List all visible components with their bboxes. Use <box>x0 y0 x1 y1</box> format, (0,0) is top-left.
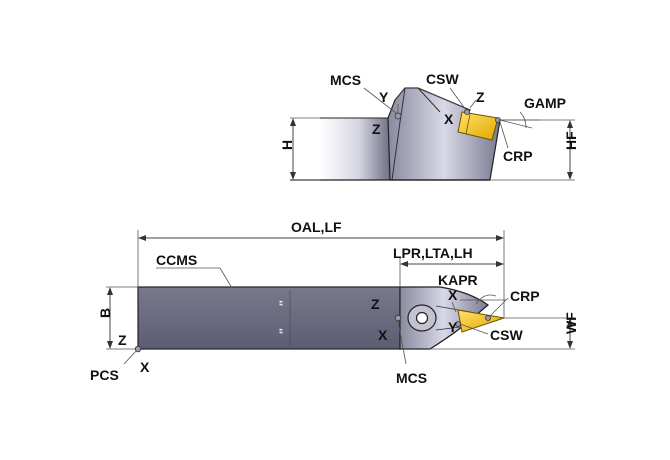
pcs-z-label: Z <box>118 332 127 348</box>
lpr-lta-lh-label: LPR,LTA,LH <box>393 245 473 261</box>
wf-label: WF <box>563 312 579 334</box>
top-mcs-label: MCS <box>396 370 427 386</box>
top-x-head-bottom-label: X <box>378 327 388 343</box>
top-y-head-label: Y <box>448 319 458 335</box>
side-insert <box>457 111 499 141</box>
hf-label: HF <box>563 131 579 150</box>
pcs-point <box>134 345 142 353</box>
svg-text:″: ″ <box>277 328 291 334</box>
side-y-label: Y <box>379 89 389 105</box>
top-view: ″ ″ OAL,LF CCMS LPR,LTA,LH KAPR CRP CSW … <box>90 219 579 386</box>
top-csw-label: CSW <box>490 327 523 343</box>
b-label: B <box>97 308 113 318</box>
top-z-head-label: Z <box>371 296 380 312</box>
side-z-left-label: Z <box>372 121 381 137</box>
side-crp-label: CRP <box>503 148 533 164</box>
side-view: H HF MCS Y Z CSW Z X CRP GAMP <box>279 71 579 181</box>
oal-lf-label: OAL,LF <box>291 219 342 235</box>
h-label: H <box>279 140 295 150</box>
side-z-top-label: Z <box>476 89 485 105</box>
side-x-label: X <box>444 111 454 127</box>
side-csw-label: CSW <box>426 71 459 87</box>
top-crp-label: CRP <box>510 288 540 304</box>
svg-text:″: ″ <box>277 300 291 306</box>
pcs-x-label: X <box>140 359 150 375</box>
pcs-label: PCS <box>90 367 119 383</box>
side-shank <box>320 118 390 180</box>
top-insert <box>457 309 505 333</box>
kapr-label: KAPR <box>438 272 478 288</box>
ccms-label: CCMS <box>156 252 197 268</box>
side-gamp-label: GAMP <box>524 95 566 111</box>
side-mcs-label: MCS <box>330 72 361 88</box>
top-x-head-top-label: X <box>448 287 458 303</box>
